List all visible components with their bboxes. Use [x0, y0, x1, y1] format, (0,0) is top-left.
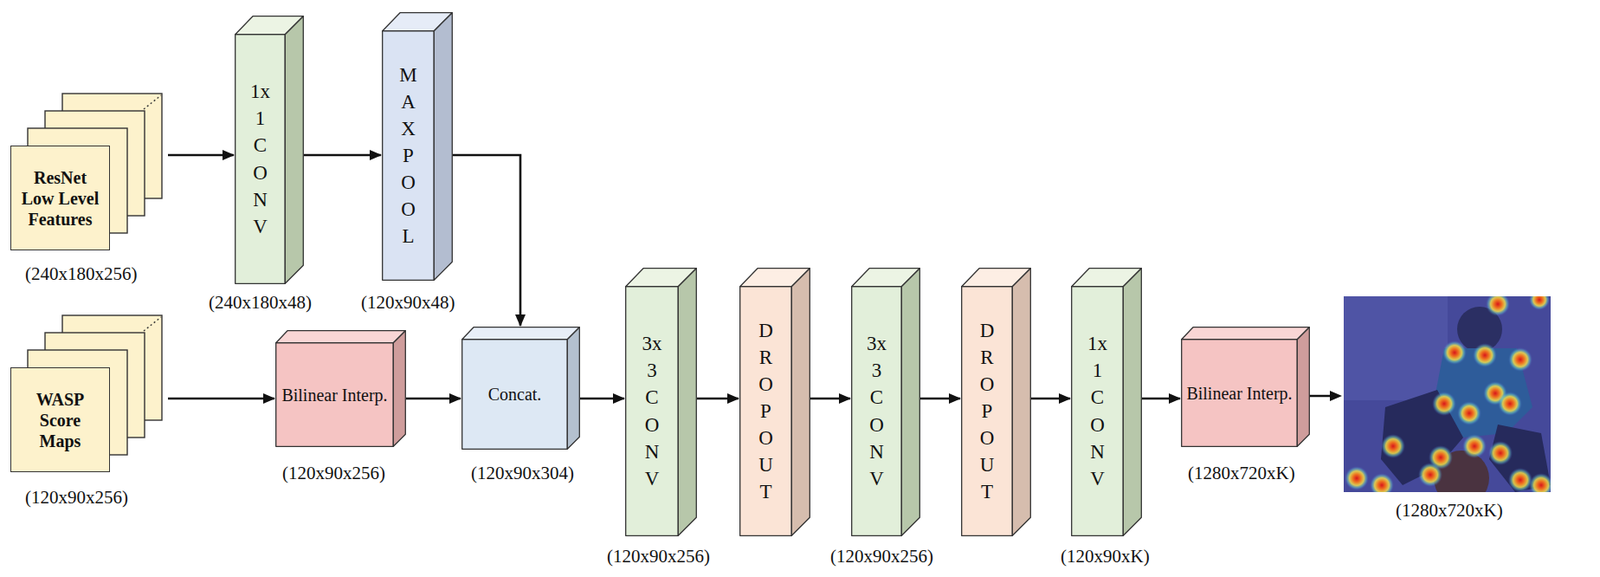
pool-layer: MAX POOL — [381, 30, 435, 281]
arrow-connector — [1031, 397, 1071, 400]
conv-layer: 1x1CONV — [234, 33, 286, 284]
block-shape — [961, 267, 1033, 538]
arrow-connector — [167, 397, 275, 400]
block-shape — [625, 267, 699, 538]
arrow-connector — [920, 397, 961, 400]
concat-block: Concat. — [461, 338, 568, 450]
dimension-label: (120x90x256) — [25, 486, 129, 509]
block-shape — [381, 12, 455, 283]
layer-name: 1x1CONV — [250, 77, 271, 239]
dimension-label: (120x90x256) — [282, 462, 386, 484]
dimension-label: (240x180x256) — [25, 263, 138, 285]
arrow-connector — [696, 397, 739, 400]
layer-name: 3x3CONV — [642, 329, 663, 491]
dropout-layer: DROPOUT — [739, 285, 793, 536]
pose-heatmap-image — [1343, 296, 1551, 492]
conv-layer: 3x3CONV — [851, 285, 903, 536]
arrow-connector — [1141, 397, 1181, 400]
dimension-label: (120x90x256) — [606, 545, 710, 568]
layer-name: 3x3CONV — [866, 329, 887, 491]
dimension-label: (120x90x256) — [830, 545, 934, 568]
dimension-label: (1280x720xK) — [1395, 499, 1504, 522]
interp-block: Bilinear Interp. — [275, 341, 394, 447]
interp-block: Bilinear Interp. — [1180, 338, 1298, 447]
block-label: Bilinear Interp. — [281, 384, 388, 406]
block-label: Bilinear Interp. — [1186, 382, 1292, 404]
output-arrowhead — [1329, 390, 1342, 401]
conv-layer: 3x3CONV — [625, 285, 679, 536]
block-label: WASP Score Maps — [19, 388, 102, 452]
arrow-connector — [406, 397, 461, 400]
arrow-connector — [303, 154, 381, 157]
block-shape — [851, 267, 923, 538]
block-shape — [739, 267, 813, 538]
feature-card: ResNet Low Level Features — [10, 145, 110, 251]
layer-name: 1x1CONV — [1087, 329, 1108, 491]
conv-layer: 1x1CONV — [1070, 285, 1124, 536]
dimension-label: (120x90x48) — [361, 291, 456, 314]
dimension-label: (120x90x304) — [470, 462, 575, 484]
dimension-label: (120x90xK) — [1060, 545, 1150, 568]
dimension-label: (240x180x48) — [208, 291, 312, 314]
block-label: ResNet Low Level Features — [19, 167, 102, 230]
arrow-connector — [580, 397, 625, 400]
dimension-label: (1280x720xK) — [1187, 462, 1296, 484]
arrow-connector — [452, 154, 521, 326]
block-shape — [1070, 267, 1144, 538]
arrow-connector — [810, 397, 851, 400]
layer-name: MAX POOL — [398, 61, 419, 250]
layer-name: DROPOUT — [977, 316, 998, 505]
score-map-card: WASP Score Maps — [10, 367, 110, 472]
dropout-layer: DROPOUT — [961, 285, 1013, 536]
block-label: Concat. — [488, 383, 542, 405]
block-shape — [234, 15, 306, 286]
layer-name: DROPOUT — [755, 316, 776, 505]
arrow-connector — [167, 154, 234, 157]
